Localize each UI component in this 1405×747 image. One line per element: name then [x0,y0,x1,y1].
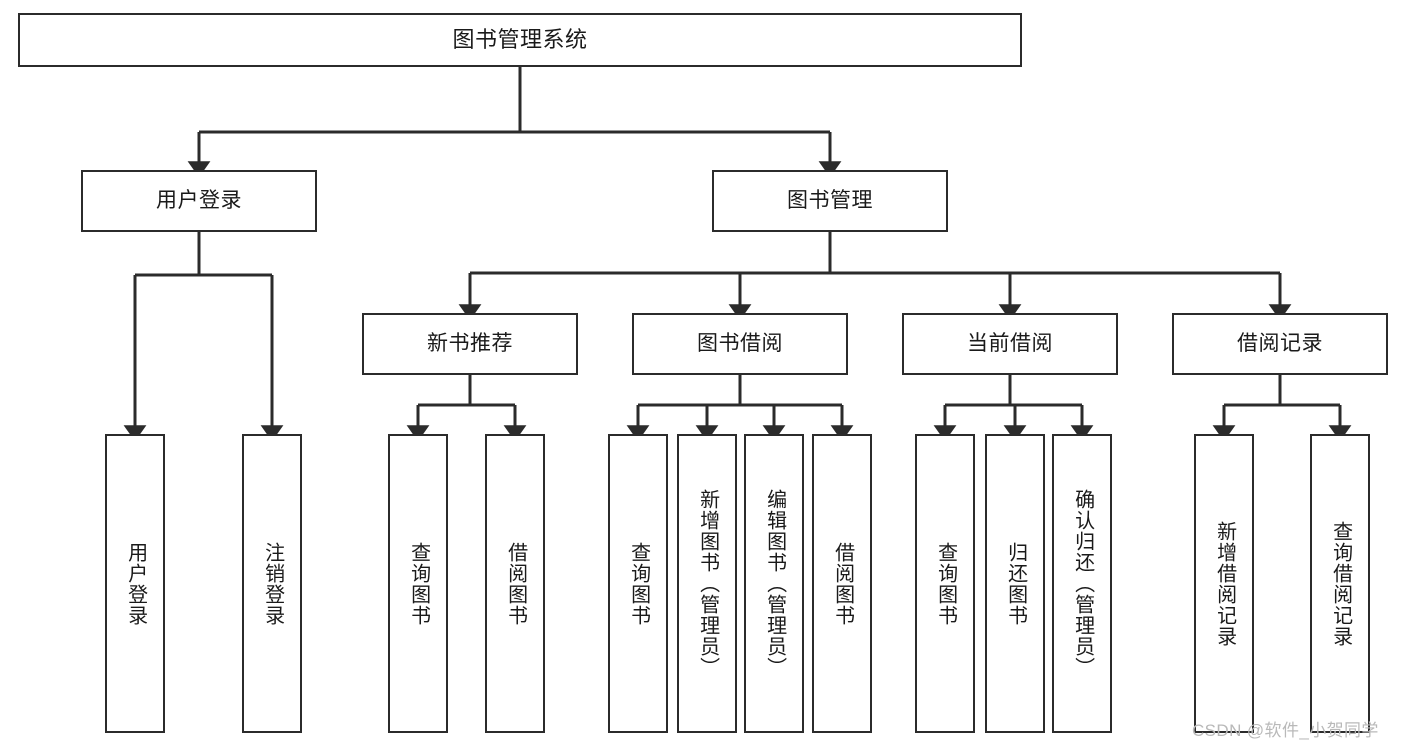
node-label: 借阅图书 [504,541,527,626]
node-label: 查询借阅记录 [1329,520,1352,647]
node-label: 注销登录 [261,541,284,626]
node-root: 图书管理系统 [18,13,1022,67]
node-leaf-return-book: 归还图书 [985,434,1045,733]
node-new-book-recommend: 新书推荐 [362,313,578,375]
node-label: 查询图书 [934,541,957,626]
node-label: 新增图书（管理员） [696,489,719,678]
node-leaf-add-record: 新增借阅记录 [1194,434,1254,733]
node-label: 图书借阅 [697,331,783,355]
node-leaf-user-login: 用户登录 [105,434,165,733]
node-label: 新书推荐 [427,331,513,355]
node-label: 新增借阅记录 [1213,520,1236,647]
node-borrow-record: 借阅记录 [1172,313,1388,375]
node-leaf-query-book-1: 查询图书 [388,434,448,733]
node-leaf-borrow-book-2: 借阅图书 [812,434,872,733]
node-leaf-logout: 注销登录 [242,434,302,733]
node-label: 查询图书 [407,541,430,626]
node-leaf-confirm-return: 确认归还（管理员） [1052,434,1112,733]
node-label: 图书管理系统 [452,27,588,53]
node-leaf-query-book-3: 查询图书 [915,434,975,733]
node-leaf-query-book-2: 查询图书 [608,434,668,733]
node-label: 借阅图书 [831,541,854,626]
node-label: 图书管理 [787,188,873,212]
node-label: 当前借阅 [967,331,1053,355]
node-leaf-edit-book: 编辑图书（管理员） [744,434,804,733]
node-label: 编辑图书（管理员） [763,489,786,678]
node-label: 用户登录 [156,188,242,212]
node-current-borrow: 当前借阅 [902,313,1118,375]
node-leaf-borrow-book-1: 借阅图书 [485,434,545,733]
node-book-manage: 图书管理 [712,170,948,232]
node-leaf-add-book: 新增图书（管理员） [677,434,737,733]
node-label: 借阅记录 [1237,331,1323,355]
node-label: 归还图书 [1004,541,1027,626]
node-label: 确认归还（管理员） [1071,489,1094,678]
node-label: 用户登录 [124,541,147,626]
csdn-watermark: CSDN @软件_小贺同学 [1192,721,1379,740]
node-leaf-query-record: 查询借阅记录 [1310,434,1370,733]
node-book-borrow: 图书借阅 [632,313,848,375]
node-user-login: 用户登录 [81,170,317,232]
node-label: 查询图书 [627,541,650,626]
